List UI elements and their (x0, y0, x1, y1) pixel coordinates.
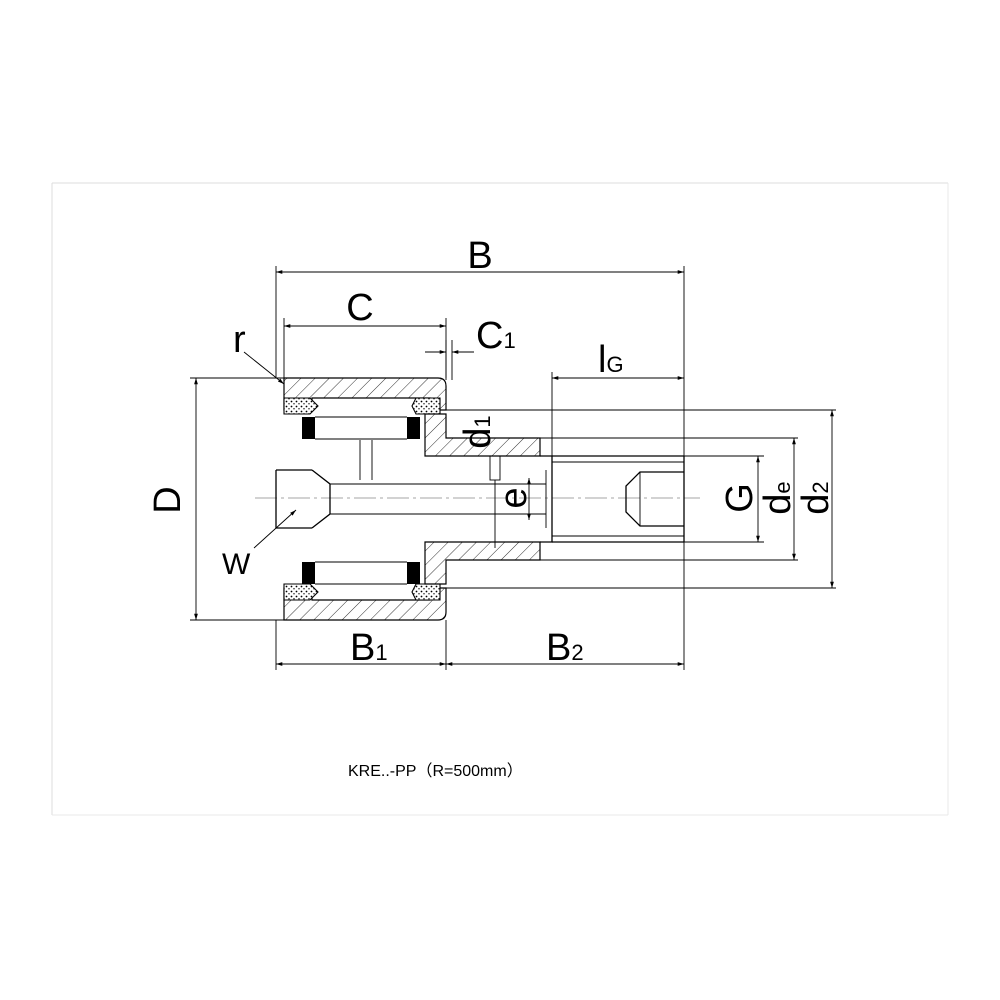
dimension-lG: lG (551, 339, 684, 456)
dimension-e: e (493, 478, 535, 548)
drawing-frame (51, 182, 949, 816)
label-r: r (233, 319, 246, 361)
drawing-caption: KRE..-PP（R=500mm） (348, 762, 523, 780)
label-D: D (147, 486, 189, 513)
label-B2: B2 (546, 627, 584, 669)
dimension-D: D (147, 377, 284, 621)
label-C: C (346, 287, 373, 329)
outer-ring (276, 377, 447, 621)
dimension-r: r (233, 319, 285, 385)
label-C1: C1 (476, 315, 516, 357)
dimension-C1: C1 (425, 315, 516, 380)
label-e: e (493, 487, 535, 508)
dimension-C: C (283, 287, 447, 378)
dimension-G: G (684, 455, 764, 543)
label-W: W (222, 548, 251, 581)
dimension-B2: B2 (446, 542, 685, 670)
label-B: B (467, 235, 492, 277)
dimension-de: de (540, 437, 799, 561)
label-d1: d1 (457, 415, 499, 448)
label-lG: lG (598, 339, 624, 381)
dimension-d1: d1 (446, 409, 836, 589)
dimension-W: W (222, 509, 297, 581)
label-G: G (719, 483, 761, 513)
dimension-B1: B1 (275, 620, 447, 670)
seals (283, 397, 441, 601)
label-d2: d2 (795, 481, 837, 514)
label-B1: B1 (350, 627, 388, 669)
dimension-d2: d2 (795, 410, 837, 588)
needle-rollers (302, 416, 420, 585)
dimension-B: B (275, 235, 685, 456)
label-de: de (757, 481, 799, 514)
stud (275, 413, 685, 585)
